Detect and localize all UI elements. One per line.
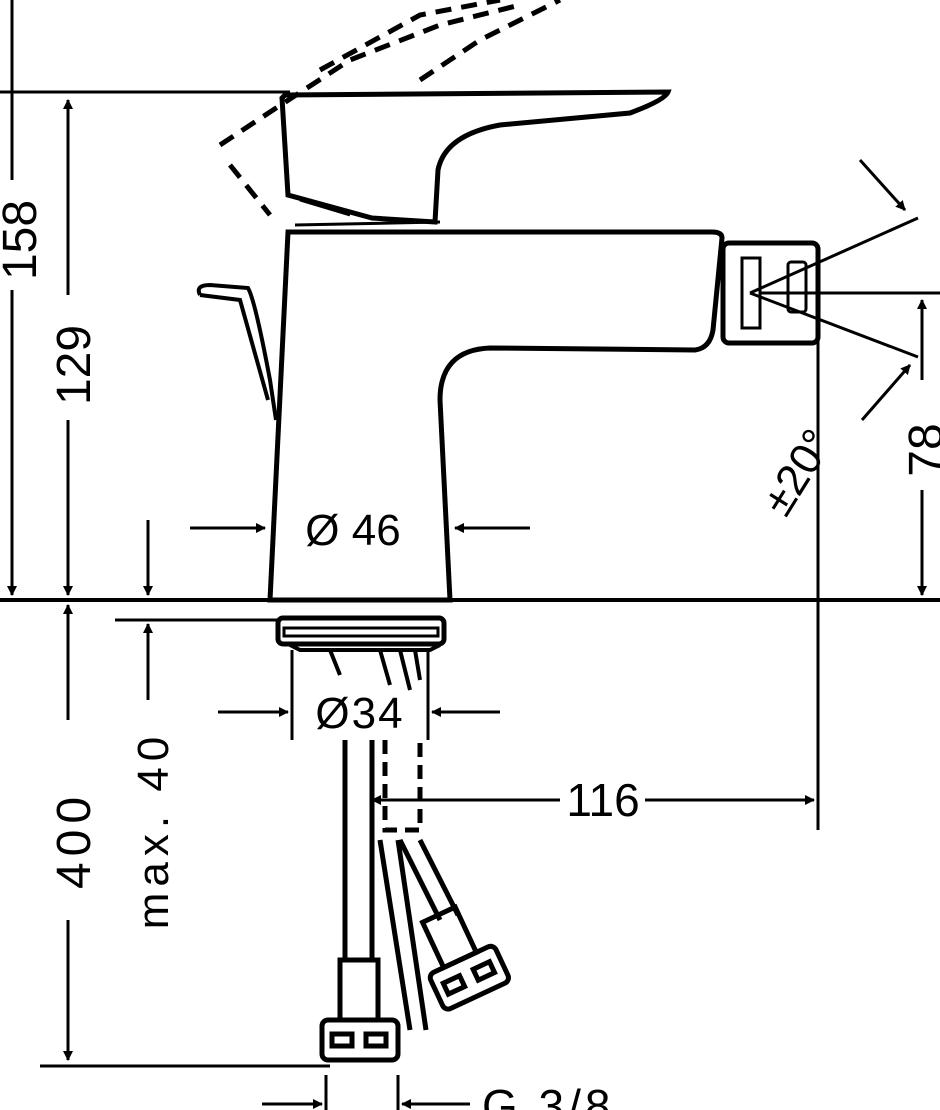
mounting-assembly xyxy=(275,615,447,691)
label-158: 158 xyxy=(0,200,47,280)
label-diameter-34: Ø34 xyxy=(315,689,404,738)
dimension-116: 116 xyxy=(371,774,815,826)
dimension-400: 400 xyxy=(40,604,330,1068)
dimension-diameter-46: Ø 46 xyxy=(190,506,530,555)
dimension-max-40: max. 40 xyxy=(115,520,280,929)
label-78: 78 xyxy=(900,423,940,476)
lever-range-lines xyxy=(218,0,562,217)
label-116: 116 xyxy=(566,774,639,826)
label-diameter-46: Ø 46 xyxy=(305,506,400,555)
label-129: 129 xyxy=(48,325,101,405)
hose-connector-right xyxy=(419,903,511,1012)
label-400: 400 xyxy=(48,791,101,889)
label-g-3-8: G 3/8 xyxy=(482,1080,615,1110)
dimension-diameter-34: Ø34 xyxy=(218,650,500,740)
dimension-g-3-8: G 3/8 xyxy=(262,1075,615,1110)
label-max-40: max. 40 xyxy=(129,731,178,930)
supply-hoses xyxy=(342,740,461,1031)
dimension-158: 158 xyxy=(0,0,47,596)
dimension-78: 78 xyxy=(760,291,940,596)
hose-connector-left xyxy=(319,957,401,1063)
faucet-body xyxy=(196,89,821,603)
dimension-129: 129 xyxy=(0,90,290,596)
label-angle-20: ±20° xyxy=(753,421,843,524)
